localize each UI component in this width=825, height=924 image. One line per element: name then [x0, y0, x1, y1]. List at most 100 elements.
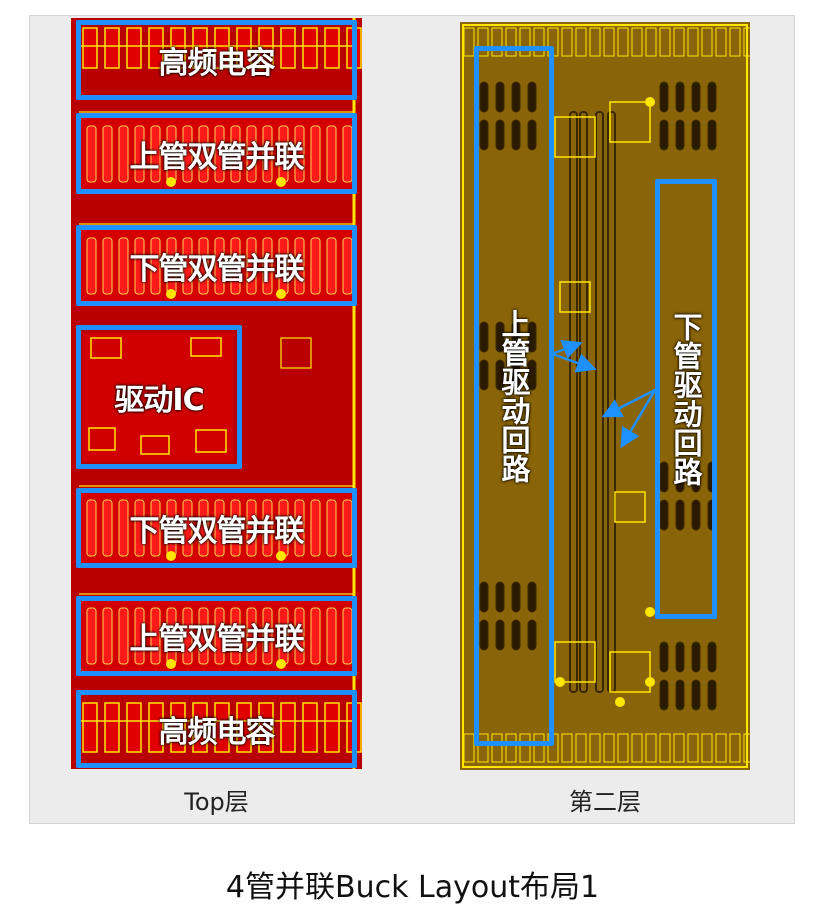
slot-via [479, 321, 489, 353]
mosfet-pad [198, 237, 209, 295]
edge-pad [575, 27, 587, 57]
capacitor-pad [324, 27, 340, 69]
component-outline [280, 337, 312, 369]
slot-via [691, 641, 701, 673]
edge-pad [603, 733, 615, 763]
slot-via [659, 119, 669, 151]
mosfet-pad [262, 237, 273, 295]
slot-via [479, 81, 489, 113]
slot-via [675, 641, 685, 673]
mosfet-pad [86, 607, 97, 665]
pad-outline [554, 116, 596, 158]
slot-via [479, 119, 489, 151]
edge-pad [729, 27, 741, 57]
via [615, 697, 625, 707]
slot-via [675, 499, 685, 531]
drive-trace [579, 111, 588, 693]
mosfet-pad [246, 607, 257, 665]
slot-via [495, 359, 505, 391]
mosfet-pad [198, 125, 209, 183]
via [166, 659, 176, 669]
mosfet-pad [118, 607, 129, 665]
second-layer-caption: 第二层 [569, 788, 641, 816]
mosfet-pad [86, 125, 97, 183]
edge-pad [589, 27, 601, 57]
edge-pad [463, 733, 475, 763]
capacitor-pad [236, 702, 252, 753]
capacitor-pad [104, 702, 120, 753]
edge-pad [617, 27, 629, 57]
inner-copper-fill [460, 22, 750, 770]
edge-pad [561, 27, 573, 57]
edge-pad [743, 733, 750, 763]
mosfet-pad [294, 499, 305, 557]
slot-via [479, 619, 489, 651]
zone-driver-ic: 驱动IC [76, 325, 242, 469]
arrow-low-side-2 [620, 389, 657, 449]
via [645, 97, 655, 107]
mosfet-pad [310, 607, 321, 665]
slot-via [479, 581, 489, 613]
mosfet-pad [294, 125, 305, 183]
edge-pad [519, 733, 531, 763]
mosfet-pad [198, 499, 209, 557]
edge-pad [645, 27, 657, 57]
edge-pad [519, 27, 531, 57]
mosfet-pad [118, 125, 129, 183]
slot-via [495, 619, 505, 651]
capacitor-pad [148, 702, 164, 753]
zone-label: 高频电容 [158, 715, 276, 750]
mosfet-pad [326, 125, 337, 183]
capacitor-pad [302, 27, 318, 69]
mosfet-pad [134, 499, 145, 557]
figure-title: 4管并联Buck Layout布局1 [225, 870, 600, 905]
slot-via [659, 641, 669, 673]
mosfet-pad [182, 237, 193, 295]
pad-outline [559, 281, 591, 313]
edge-pad [631, 27, 643, 57]
arrow-low-side-1 [601, 388, 656, 418]
edge-pad [659, 733, 671, 763]
pad-outline [609, 101, 651, 143]
mosfet-pad [182, 607, 193, 665]
mosfet-pad [310, 237, 321, 295]
zone-label: 上管双管并联 [129, 622, 305, 657]
edge-pad [631, 733, 643, 763]
drive-loop-arrows [551, 340, 657, 449]
via [555, 677, 565, 687]
zone-low-side-b: 下管双管并联 [76, 488, 357, 568]
via [645, 677, 655, 687]
mosfet-pad [134, 125, 145, 183]
slot-via [527, 321, 537, 353]
capacitor-pad [280, 27, 296, 69]
top-layer-artwork [71, 18, 362, 769]
zone-low-side-drive-loop: 下管驱动回路 [655, 179, 717, 619]
slot-via [511, 321, 521, 353]
capacitor-pad [236, 27, 252, 69]
capacitor-pad [214, 702, 230, 753]
slot-via [691, 81, 701, 113]
edge-pad [575, 733, 587, 763]
via [645, 607, 655, 617]
mosfet-pad [86, 237, 97, 295]
top-layer-pcb: 高频电容 上管双管并联 下管双管并联 驱动IC 下管双管并联 上管双管并联 高频… [71, 18, 362, 769]
mosfet-pad [230, 499, 241, 557]
mosfet-pad [134, 607, 145, 665]
edge-pad [729, 733, 741, 763]
component-outline [88, 427, 116, 451]
mosfet-pad [262, 607, 273, 665]
edge-pad [603, 27, 615, 57]
slot-via [675, 81, 685, 113]
edge-pad [645, 733, 657, 763]
mosfet-pad [150, 125, 161, 183]
zone-label: 上管双管并联 [129, 139, 305, 175]
mosfet-pad [230, 125, 241, 183]
pad-outline [614, 491, 646, 523]
slot-via [707, 119, 717, 151]
slot-via [495, 81, 505, 113]
mosfet-pad [198, 607, 209, 665]
slot-via [691, 499, 701, 531]
edge-pad [659, 27, 671, 57]
slot-via [659, 499, 669, 531]
via [276, 551, 286, 561]
